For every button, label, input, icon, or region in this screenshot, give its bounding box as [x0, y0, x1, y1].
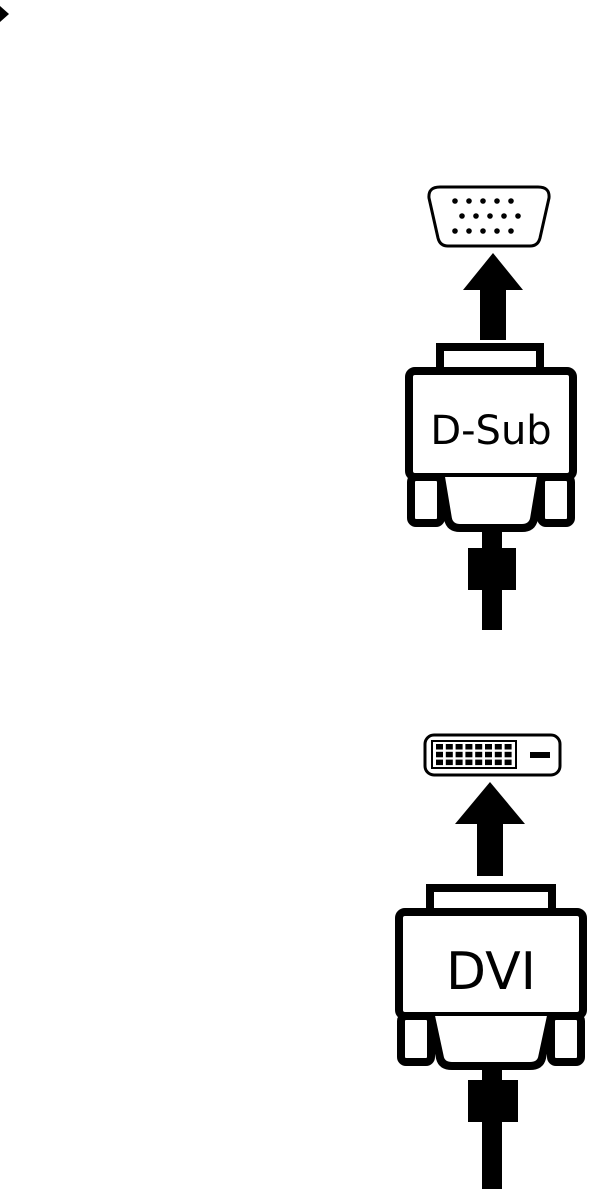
dvi-pin: [436, 752, 443, 758]
dvi-pin: [495, 752, 502, 758]
dvi-pin: [485, 760, 492, 766]
dvi-connector-group: DVI: [399, 735, 583, 1189]
thumb-screw-right: [551, 1016, 581, 1062]
insert-arrow-icon: [455, 782, 525, 876]
dvi-pin: [446, 760, 453, 766]
dvi-pin: [505, 752, 512, 758]
insert-arrow-icon: [463, 253, 523, 340]
vga-pin: [459, 213, 465, 219]
vga-pin: [473, 213, 479, 219]
dvi-pin: [475, 752, 482, 758]
dvi-label: DVI: [446, 942, 536, 1002]
dvi-pin: [456, 744, 463, 750]
vga-port-icon: [429, 187, 549, 246]
dvi-pin: [446, 752, 453, 758]
dvi-pin: [465, 744, 472, 750]
vga-pin: [487, 213, 493, 219]
cable-icon: [468, 1068, 518, 1189]
vga-pin: [501, 213, 507, 219]
dvi-pin: [475, 760, 482, 766]
thumb-screw-right: [541, 477, 571, 523]
vga-pin: [480, 198, 486, 204]
dvi-pin: [436, 760, 443, 766]
dvi-pin: [485, 752, 492, 758]
dvi-flat-pin: [530, 752, 550, 758]
vga-pin: [494, 228, 500, 234]
vga-pin: [452, 228, 458, 234]
thumb-screw-left: [401, 1016, 431, 1062]
vga-pin: [494, 198, 500, 204]
plug-lower-taper: [431, 1016, 551, 1066]
dvi-pin: [465, 752, 472, 758]
dvi-pin: [475, 744, 482, 750]
vga-pin: [466, 198, 472, 204]
vga-pin: [466, 228, 472, 234]
dvi-pin: [505, 760, 512, 766]
vga-pin: [452, 198, 458, 204]
dvi-pin: [485, 744, 492, 750]
plug-lower-taper: [441, 477, 541, 528]
dvi-port-icon: [425, 735, 560, 775]
dvi-pin: [505, 744, 512, 750]
dvi-pin: [495, 744, 502, 750]
dvi-pin: [436, 744, 443, 750]
vga-pin: [508, 198, 514, 204]
corner-marker-icon: [0, 6, 9, 22]
dsub-connector-group: D-Sub: [409, 187, 573, 630]
dsub-label: D-Sub: [430, 408, 551, 454]
vga-pin: [515, 213, 521, 219]
thumb-screw-left: [411, 477, 441, 523]
vga-pin: [480, 228, 486, 234]
dvi-pin: [456, 760, 463, 766]
dvi-pin: [495, 760, 502, 766]
cable-icon: [468, 530, 516, 630]
vga-pin: [508, 228, 514, 234]
dvi-pin: [465, 760, 472, 766]
dvi-pin: [446, 744, 453, 750]
dvi-pin: [456, 752, 463, 758]
